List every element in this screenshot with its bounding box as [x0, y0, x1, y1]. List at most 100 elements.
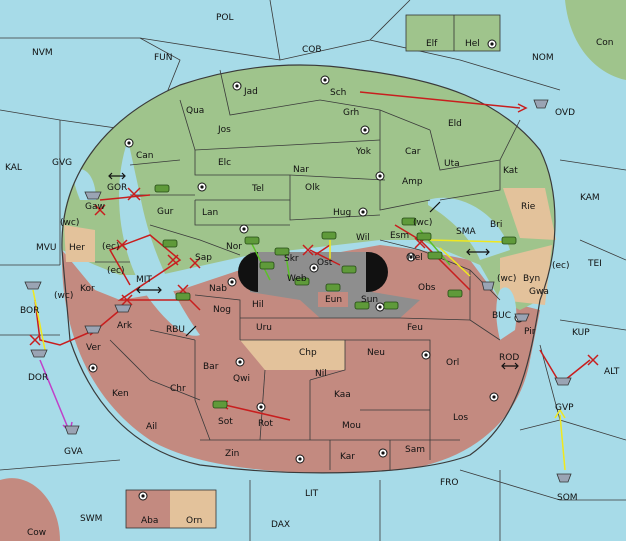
land-label-ail: Ail — [146, 422, 157, 432]
land-label-chp: Chp — [299, 348, 317, 358]
supply-centers — [88, 39, 524, 501]
land-label-wil: Wil — [356, 233, 370, 243]
land-label-kat: Kat — [503, 166, 518, 176]
sea-label-buc: BUC — [492, 311, 511, 321]
sea-label-kam: KAM — [580, 193, 600, 203]
region-aba[interactable] — [126, 490, 170, 528]
sea-label-gvp: GVP — [555, 403, 574, 413]
land-label-bar: Bar — [203, 362, 219, 372]
lake-mit-rbu — [119, 140, 200, 336]
units-fleets — [24, 99, 572, 483]
sea-labels: POL FUN COB NVM NOM Con KAL GVG GOR MVU … — [5, 13, 620, 538]
land-label-bri: Bri — [490, 220, 502, 230]
land-label-kaa: Kaa — [334, 390, 351, 400]
sea-label-gva: GVA — [64, 447, 84, 457]
region-her[interactable] — [64, 225, 95, 262]
coast-tag-kor-ec: (ec) — [107, 266, 125, 276]
province-borders — [61, 64, 556, 474]
sea-label-mit: MIT — [136, 275, 152, 285]
region-cow-land[interactable] — [0, 478, 60, 541]
land-label-eun: Eun — [325, 295, 342, 305]
land-label-pir: Pir — [524, 327, 536, 337]
land-label-ver: Ver — [86, 343, 101, 353]
sea-label-mvu: MVU — [36, 243, 57, 253]
land-label-sap: Sap — [195, 253, 212, 263]
coast-tag-byn-ec: (ec) — [552, 261, 570, 271]
land-label-uru: Uru — [256, 323, 272, 333]
land-label-jos: Jos — [217, 125, 231, 135]
land-label-hel: Hel — [465, 39, 480, 49]
region-rie[interactable] — [503, 188, 556, 240]
coast-tag-byn-wc: (wc) — [497, 274, 516, 284]
land-label-yok: Yok — [355, 147, 372, 157]
coast-tags: (wc) (ec) (ec) (wc) (wc) (ec) (wc) — [54, 218, 570, 301]
land-label-amp: Amp — [402, 177, 423, 187]
land-label-kar: Kar — [340, 452, 355, 462]
land-label-nil: Nil — [315, 369, 327, 379]
land-label-grh: Grh — [343, 108, 359, 118]
land-label-can: Can — [136, 151, 154, 161]
sea-label-nom: NOM — [532, 53, 554, 63]
land-label-rie: Rie — [521, 202, 536, 212]
sea-label-rod: ROD — [499, 353, 519, 363]
units-green — [154, 184, 517, 409]
sea-label-lit: LIT — [305, 489, 319, 499]
region-elf[interactable] — [406, 15, 454, 51]
lake-sma — [428, 197, 510, 260]
land-label-mou: Mou — [342, 421, 361, 431]
adjacency-arrows — [108, 172, 519, 370]
sea-label-swm: SWM — [80, 514, 102, 524]
sea-label-rbu: RBU — [166, 325, 185, 335]
coast-tag-kor-wc: (wc) — [54, 291, 73, 301]
sea-label-fun: FUN — [154, 53, 173, 63]
land-label-olk: Olk — [305, 183, 321, 193]
land-label-hug: Hug — [333, 208, 351, 218]
sea-label-alt: ALT — [604, 367, 620, 377]
region-chp[interactable] — [240, 340, 345, 370]
land-label-sun: Sun — [361, 295, 378, 305]
land-labels: Elf Hel Jad Sch Qua Grh Jos Eld Can Yok … — [69, 39, 549, 526]
land-label-sot: Sot — [218, 417, 233, 427]
region-green-north[interactable] — [61, 65, 556, 310]
land-label-nog: Nog — [213, 305, 231, 315]
land-label-chr: Chr — [170, 384, 186, 394]
land-label-ken: Ken — [112, 389, 129, 399]
sea-label-cow: Cow — [27, 528, 46, 538]
region-orn[interactable] — [170, 490, 216, 528]
sea-label-pol: POL — [216, 13, 234, 23]
orders — [32, 91, 591, 471]
order-sch-ovd — [359, 91, 521, 109]
land-label-uta: Uta — [444, 159, 460, 169]
coast-tag-gaw-ec: (ec) — [102, 242, 120, 252]
land-label-eld: Eld — [448, 119, 462, 129]
sea-label-dax: DAX — [271, 520, 290, 530]
sea-label-sma: SMA — [456, 227, 476, 237]
land-label-gur: Gur — [157, 207, 174, 217]
land-label-elc: Elc — [218, 158, 231, 168]
land-label-rot: Rot — [258, 419, 273, 429]
sea-label-kup: KUP — [572, 328, 590, 338]
land-label-gwa: Gwa — [529, 287, 549, 297]
land-label-nor: Nor — [226, 242, 242, 252]
land-label-jad: Jad — [243, 87, 258, 97]
region-byn[interactable] — [500, 245, 552, 305]
land-label-esm: Esm — [390, 231, 409, 241]
land-label-neu: Neu — [367, 348, 385, 358]
sea-label-bor: BOR — [20, 306, 39, 316]
land-label-qua: Qua — [186, 106, 204, 116]
land-label-lan: Lan — [202, 208, 218, 218]
land-label-ost: Ost — [317, 258, 333, 268]
land-label-tel: Tel — [251, 184, 264, 194]
lake-buc — [496, 287, 517, 340]
region-con-land[interactable] — [565, 0, 626, 80]
land-label-los: Los — [453, 413, 468, 423]
land-label-nab: Nab — [209, 284, 227, 294]
land-label-zin: Zin — [225, 449, 239, 459]
coast-tag-her-wc: (wc) — [60, 218, 79, 228]
sea-label-kal: KAL — [5, 163, 22, 173]
sea-label-tei: TEI — [587, 259, 602, 269]
order-som-gvp — [559, 414, 566, 471]
